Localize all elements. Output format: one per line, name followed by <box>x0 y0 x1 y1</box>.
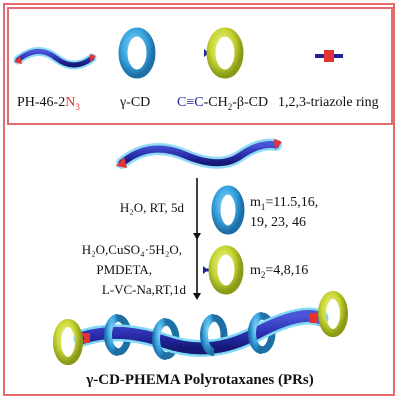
legend-gamma-cd-label: γ-CD <box>120 95 151 110</box>
legend-alkyne-cd-label: C≡C-CH2-β-CD <box>177 96 268 112</box>
step2-conditions-line2: PMDETA, <box>96 262 152 277</box>
azide-end-right-icon <box>90 54 96 62</box>
step1-conditions: H₂O, RT, 5d <box>119 200 184 215</box>
legend-box <box>7 7 393 125</box>
alkyne-cd-label-rest: -CH <box>203 95 228 110</box>
m1-symbol: m <box>250 195 261 210</box>
step2-conditions-line1: H₂O,CuSO₄·5H₂O, <box>81 242 182 257</box>
azide-end-left-icon <box>14 56 22 64</box>
legend-gamma-cd-ring-icon <box>118 27 156 79</box>
product-ring-2-icon <box>152 318 167 360</box>
step1-m1-values-line2: 19, 23, 46 <box>250 215 306 230</box>
m1-values-line1: =11.5,16, <box>265 195 319 210</box>
product-ring-1-icon <box>104 314 119 356</box>
m2-symbol: m <box>250 263 261 278</box>
alkyne-cd-label-alkyne: C≡C <box>177 95 204 110</box>
starting-polymer-chain <box>116 138 282 169</box>
m2-sub: 2 <box>260 269 266 280</box>
alkyne-cd-label-tail: -β-CD <box>232 95 269 110</box>
m1-sub: 1 <box>260 201 266 212</box>
product-ring-3-icon <box>200 314 215 356</box>
alkyne-cd-label-sub: 2 <box>227 101 233 112</box>
legend-polymer-label: PH-46-2N3 <box>17 96 80 112</box>
outer-frame <box>3 3 395 396</box>
m2-values: =4,8,16 <box>265 263 309 278</box>
product-stopper-right-icon <box>318 291 348 337</box>
product-polyrotaxane <box>53 291 348 365</box>
product-title: γ-CD-PHEMA Polyrotaxanes (PRs) <box>86 372 314 388</box>
step2-conditions-line3: L-VC-Na,RT,1d <box>101 282 186 297</box>
legend-polymer-chain <box>13 47 97 70</box>
product-ring-4-icon <box>248 312 263 354</box>
legend-triazole-ring-icon <box>315 50 343 62</box>
step2-alkyne-beta-cd-icon <box>203 245 244 295</box>
product-stopper-left-icon <box>53 319 83 365</box>
step2-m2: m2=4,8,16 <box>250 264 308 280</box>
step1-gamma-cd-icon <box>211 185 245 235</box>
product-triazole-left-icon <box>82 333 90 343</box>
reaction-arrow <box>193 178 201 300</box>
polymer-label-prefix: PH-46-2 <box>17 95 66 110</box>
polymer-label-azide-sub: 3 <box>75 101 80 112</box>
legend-triazole-label: 1,2,3-triazole ring <box>278 95 379 110</box>
legend-alkyne-beta-cd-icon <box>204 27 244 79</box>
polymer-label-azide: N <box>65 95 76 110</box>
product-triazole-right-icon <box>310 313 318 323</box>
step1-m1: m1=11.5,16, <box>250 196 318 212</box>
